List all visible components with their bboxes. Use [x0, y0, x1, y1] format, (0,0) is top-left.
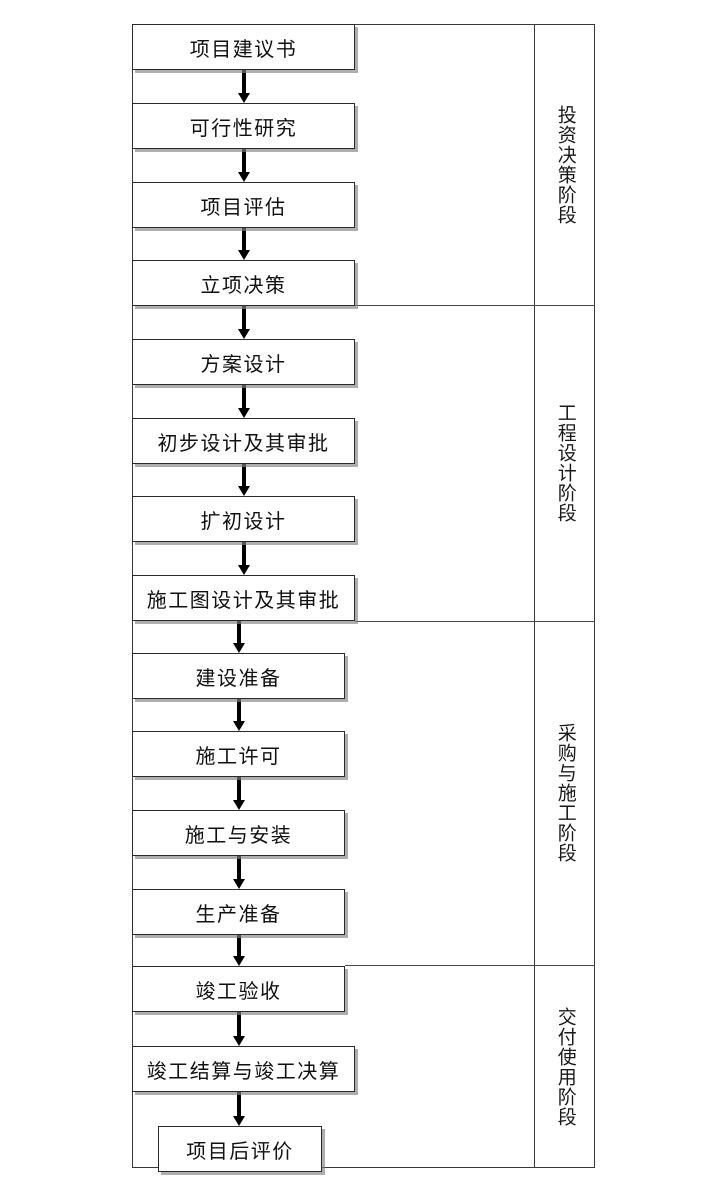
section-divider	[355, 621, 595, 622]
arrow-shaft	[242, 149, 246, 173]
process-node-label: 竣工验收	[195, 980, 282, 1003]
arrow-shaft	[237, 621, 241, 644]
arrow-shaft	[242, 542, 246, 566]
process-node-node-7[interactable]: 扩初设计	[132, 496, 355, 542]
process-node-node-4[interactable]: 立项决策	[132, 260, 355, 306]
process-node-label: 施工与安装	[184, 824, 293, 847]
phase-label-phase-2: 工程设计阶段	[554, 403, 576, 523]
process-node-node-5[interactable]: 方案设计	[132, 339, 355, 385]
process-node-label: 初步设计及其审批	[157, 432, 330, 455]
arrow-shaft	[237, 777, 241, 801]
arrow-shaft	[242, 228, 246, 251]
arrow-head	[237, 172, 250, 182]
process-node-label: 立项决策	[200, 274, 287, 297]
section-divider	[355, 305, 595, 306]
process-node-node-3[interactable]: 项目评估	[132, 182, 355, 228]
phase-column-divider	[534, 24, 535, 1168]
phase-label-phase-1: 投资决策阶段	[554, 104, 576, 225]
arrow-shaft	[237, 856, 241, 880]
arrow-shaft	[237, 699, 241, 722]
process-node-node-14[interactable]: 竣工结算与竣工决算	[132, 1046, 355, 1092]
phase-label-phase-3: 采购与施工阶段	[554, 723, 576, 863]
arrow-head	[232, 721, 245, 731]
process-node-node-1[interactable]: 项目建议书	[132, 24, 355, 70]
arrow-head	[232, 1116, 245, 1126]
process-node-label: 施工许可	[195, 745, 282, 768]
process-node-node-15[interactable]: 项目后评价	[158, 1126, 322, 1172]
arrow-head	[232, 800, 245, 810]
arrow-shaft	[242, 464, 246, 487]
arrow-shaft	[237, 1092, 241, 1117]
phase-label-phase-4: 交付使用阶段	[554, 1006, 576, 1127]
process-node-label: 项目评估	[200, 196, 287, 219]
arrow-head	[237, 93, 250, 103]
process-node-node-12[interactable]: 生产准备	[132, 889, 345, 935]
section-divider	[345, 965, 595, 966]
process-node-label: 项目后评价	[186, 1140, 294, 1163]
arrow-head	[232, 643, 245, 653]
arrow-head	[237, 329, 250, 339]
arrow-shaft	[242, 70, 246, 94]
arrow-head	[232, 956, 245, 966]
process-node-label: 竣工结算与竣工决算	[146, 1060, 341, 1083]
process-node-label: 扩初设计	[200, 510, 287, 533]
process-node-label: 施工图设计及其审批	[146, 589, 341, 612]
arrow-shaft	[237, 935, 241, 957]
arrow-head	[237, 565, 250, 575]
process-node-label: 建设准备	[195, 667, 282, 690]
process-node-node-2[interactable]: 可行性研究	[132, 103, 355, 149]
arrow-head	[237, 250, 250, 260]
process-node-label: 方案设计	[200, 353, 287, 376]
arrow-head	[232, 879, 245, 889]
arrow-shaft	[237, 1012, 241, 1037]
arrow-head	[237, 408, 250, 418]
process-node-node-13[interactable]: 竣工验收	[132, 966, 345, 1012]
process-node-node-8[interactable]: 施工图设计及其审批	[132, 575, 355, 621]
process-node-label: 生产准备	[195, 903, 282, 926]
process-node-label: 项目建议书	[189, 38, 298, 61]
process-node-node-11[interactable]: 施工与安装	[132, 810, 345, 856]
arrow-head	[232, 1036, 245, 1046]
process-node-node-9[interactable]: 建设准备	[132, 653, 345, 699]
arrow-shaft	[242, 306, 246, 330]
process-node-label: 可行性研究	[189, 117, 298, 140]
arrow-shaft	[242, 385, 246, 409]
arrow-head	[237, 486, 250, 496]
process-node-node-10[interactable]: 施工许可	[132, 731, 345, 777]
process-node-node-6[interactable]: 初步设计及其审批	[132, 418, 355, 464]
